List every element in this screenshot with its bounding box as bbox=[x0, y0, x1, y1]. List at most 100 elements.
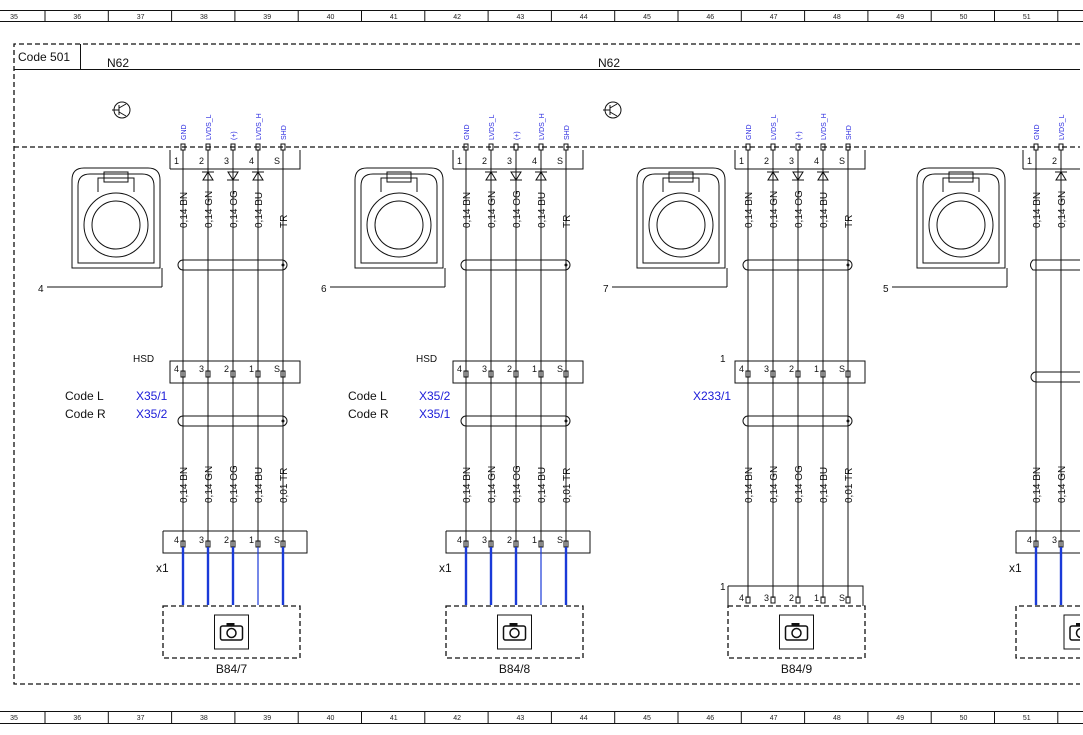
ruler-number: 41 bbox=[390, 715, 398, 722]
socket-key bbox=[103, 171, 129, 183]
shield-oval-lower bbox=[460, 415, 571, 427]
code-l-connector: X35/2 bbox=[419, 389, 451, 403]
jack-number: 5 bbox=[883, 284, 889, 295]
wire-label-top: 0,14 BN bbox=[179, 192, 190, 228]
jack-number: 6 bbox=[321, 284, 327, 295]
wire-label-bottom: 0,14 BU bbox=[537, 467, 548, 503]
top-pin-number: S bbox=[557, 156, 563, 166]
camera-label: B84/8 bbox=[499, 662, 531, 676]
socket-key bbox=[948, 171, 974, 183]
x1-connector bbox=[445, 530, 591, 554]
pin-terminal bbox=[845, 370, 851, 378]
shield-dot bbox=[564, 419, 568, 423]
wire-label-top: 0,14 BN bbox=[462, 192, 473, 228]
signal-name: (+) bbox=[231, 131, 238, 140]
camera-box bbox=[727, 605, 866, 659]
socket-latch bbox=[942, 177, 980, 192]
ruler-number: 36 bbox=[73, 14, 81, 21]
pin-terminal bbox=[180, 370, 186, 378]
x1-connector bbox=[1015, 530, 1080, 554]
wire-label-bottom: 0,14 BU bbox=[819, 467, 830, 503]
socket-body bbox=[916, 167, 1006, 269]
module-label-right: N62 bbox=[598, 56, 620, 70]
jack-number: 4 bbox=[38, 284, 44, 295]
shield-dot bbox=[281, 263, 285, 267]
wire-label-bottom: 0,14 BU bbox=[254, 467, 265, 503]
mid-pin-number: S bbox=[557, 364, 563, 374]
signal-name: GND bbox=[464, 124, 471, 140]
camera-pin-number: 3 bbox=[764, 593, 769, 603]
camera-box bbox=[1015, 605, 1080, 659]
wire-label-top: 0,14 GN bbox=[769, 191, 780, 228]
module-label-left: N62 bbox=[107, 56, 129, 70]
pin-terminal bbox=[255, 370, 261, 378]
top-pin-number: S bbox=[839, 156, 845, 166]
wire-label-top: 0,14 GN bbox=[487, 191, 498, 228]
signal-name: LVDS_H bbox=[539, 113, 546, 140]
top-pin-number: 4 bbox=[249, 156, 254, 166]
top-pin-number: 2 bbox=[764, 156, 769, 166]
pin-terminal bbox=[845, 596, 851, 604]
socket-inner bbox=[360, 173, 438, 264]
code-l-label: Code L bbox=[65, 389, 104, 403]
shield-oval bbox=[1030, 259, 1080, 271]
ruler-number: 50 bbox=[960, 14, 968, 21]
camera-flash bbox=[226, 623, 235, 626]
signal-name: SHD bbox=[846, 125, 853, 140]
top-pin-number: 4 bbox=[814, 156, 819, 166]
wire-label-top: 0,14 GN bbox=[1057, 191, 1068, 228]
x1-pin-number: 3 bbox=[482, 535, 487, 545]
pin-terminal bbox=[205, 370, 211, 378]
x1-pin-number: 1 bbox=[249, 535, 254, 545]
mid-pin-number: 1 bbox=[532, 364, 537, 374]
camera-body bbox=[1069, 625, 1080, 641]
socket-core bbox=[91, 200, 141, 250]
jack-number: 7 bbox=[603, 284, 609, 295]
socket-key bbox=[386, 171, 412, 183]
signal-name: SHD bbox=[281, 125, 288, 140]
top-pin-number: 1 bbox=[174, 156, 179, 166]
signal-name: SHD bbox=[564, 125, 571, 140]
wire-label-bottom: 0,01 TR bbox=[844, 468, 855, 503]
pin-terminal bbox=[230, 370, 236, 378]
x1-pin-number: S bbox=[557, 535, 563, 545]
ruler-number: 44 bbox=[580, 14, 588, 21]
ruler-number: 35 bbox=[10, 14, 18, 21]
socket-core bbox=[656, 200, 706, 250]
ruler-number: 45 bbox=[643, 715, 651, 722]
signal-name: GND bbox=[1034, 124, 1041, 140]
signal-name: LVDS_H bbox=[256, 113, 263, 140]
ruler-number: 39 bbox=[263, 14, 271, 21]
pin-terminal bbox=[745, 370, 751, 378]
pin-terminal bbox=[538, 370, 544, 378]
ruler-number: 49 bbox=[896, 14, 904, 21]
ruler-number: 46 bbox=[706, 14, 714, 21]
conn-one-label: 1 bbox=[720, 354, 726, 365]
ruler-number: 40 bbox=[327, 715, 335, 722]
x1-label: x1 bbox=[1009, 561, 1022, 575]
wire-label-top: 0,14 GN bbox=[204, 191, 215, 228]
ruler-number: 35 bbox=[10, 715, 18, 722]
camera-lens bbox=[1075, 627, 1080, 639]
camera-label: B84/9 bbox=[781, 662, 813, 676]
wire-label-top: 0,14 OG bbox=[512, 190, 523, 228]
pin-terminal bbox=[770, 596, 776, 604]
wire-label-top: TR bbox=[562, 215, 573, 228]
camera-conn-one: 1 bbox=[720, 582, 726, 593]
ruler-number: 42 bbox=[453, 14, 461, 21]
mid-connector bbox=[734, 360, 866, 384]
mid-pin-number: 3 bbox=[764, 364, 769, 374]
shield-dot bbox=[846, 263, 850, 267]
camera-pin-number: S bbox=[839, 593, 845, 603]
top-pin-number: 2 bbox=[482, 156, 487, 166]
ruler-number: 40 bbox=[327, 14, 335, 21]
camera-label: B84/7 bbox=[216, 662, 248, 676]
camera-lens bbox=[791, 627, 802, 639]
wire-label-bottom: 0,14 BN bbox=[179, 467, 190, 503]
ruler-number: 48 bbox=[833, 715, 841, 722]
code-r-label: Code R bbox=[348, 407, 389, 421]
